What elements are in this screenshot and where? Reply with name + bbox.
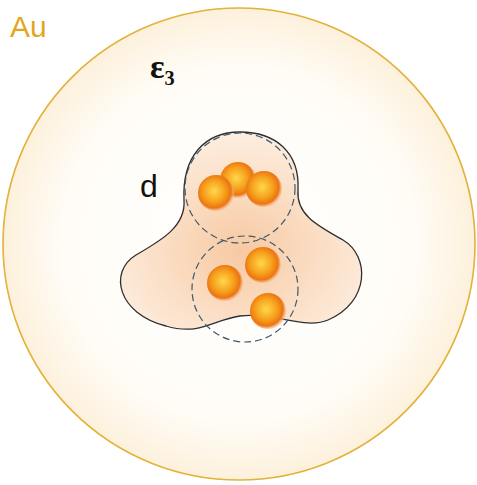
gold-shell [3,8,475,480]
particle [207,265,243,301]
material-label: Au [10,12,47,42]
particle [250,293,286,329]
particle [245,247,281,283]
dimension-label: d [140,170,158,202]
permittivity-label: ε₃ [150,50,175,84]
cluster-boundary [185,133,295,243]
particle [198,175,234,211]
cluster-boundary [192,236,298,342]
particle [246,171,282,207]
dielectric-blob [121,132,362,329]
particles [198,162,286,329]
